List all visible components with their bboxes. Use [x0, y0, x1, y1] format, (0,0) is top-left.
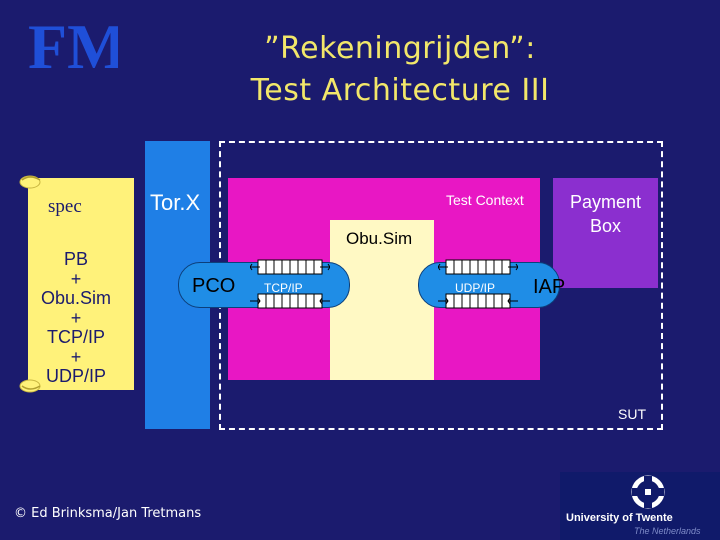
payment-line: Payment — [569, 192, 642, 212]
obusim-box — [330, 220, 434, 380]
tcpip-queue-bottom — [250, 293, 330, 309]
copyright-text: © Ed Brinksma/Jan Tretmans — [14, 506, 202, 521]
stack-line: + — [70, 346, 82, 367]
obusim-label: Obu.Sim — [346, 229, 413, 248]
payment-line: Box — [589, 216, 622, 236]
tcpip-label: TCP/IP — [264, 281, 303, 295]
stack-line: Obu.Sim — [40, 288, 112, 308]
udpip-queue-top — [438, 259, 518, 275]
udpip-queues — [438, 259, 518, 309]
university-name: University of Twente — [566, 512, 673, 524]
test-context-label: Test Context — [446, 192, 524, 208]
university-emblem-icon — [630, 474, 666, 510]
slide-title: ”Rekeningrijden”: Test Architecture III — [150, 28, 650, 112]
stack-line: UDP/IP — [45, 366, 106, 386]
stack-line: + — [70, 307, 82, 328]
udpip-queue-bottom — [438, 293, 518, 309]
payment-box — [553, 178, 658, 288]
pco-label: PCO — [192, 275, 236, 297]
stack-line: TCP/IP — [46, 327, 105, 347]
fm-logo-text: FM — [28, 16, 118, 76]
spec-label: spec — [48, 196, 82, 217]
stack-line: PB — [63, 249, 88, 269]
title-line-2: Test Architecture III — [250, 73, 550, 108]
payment-box-label: Payment Box — [553, 190, 658, 238]
title-line-1: ”Rekeningrijden”: — [264, 31, 536, 66]
torx-label: Tor.X — [150, 190, 201, 215]
tcpip-queue-top — [250, 259, 330, 275]
tcpip-queues — [250, 259, 330, 309]
fm-logo: FM — [28, 16, 118, 76]
protocol-stack: PB + Obu.Sim + TCP/IP + UDP/IP — [26, 249, 126, 387]
udpip-label: UDP/IP — [455, 281, 496, 295]
stack-line: + — [70, 268, 82, 289]
university-country: The Netherlands — [634, 526, 701, 536]
sut-label: SUT — [618, 406, 646, 422]
spec-scroll — [19, 175, 134, 393]
iap-label: IAP — [533, 276, 566, 298]
